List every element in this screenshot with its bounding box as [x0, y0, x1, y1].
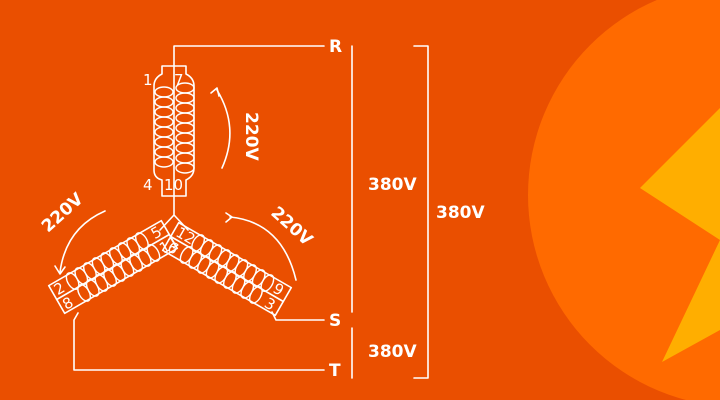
- lightning-bolt-icon: [640, 108, 720, 362]
- terminal-T-label: T: [329, 361, 341, 381]
- wire-to-R: [173, 45, 325, 67]
- winding-left-frame: [47, 219, 179, 315]
- pin-label: 3: [261, 294, 278, 314]
- line-voltage-brackets: [351, 45, 429, 379]
- arrow-head: [54, 265, 66, 275]
- pin-label: 1: [143, 71, 153, 89]
- arrow-head: [225, 212, 233, 223]
- winding-top-frame: [153, 65, 195, 197]
- arrow-icon: [59, 210, 106, 273]
- winding-right-frame: [161, 221, 293, 317]
- bracket-R-T: [413, 45, 429, 379]
- pin-label: 4: [143, 176, 153, 194]
- wire-to-T: [73, 312, 325, 371]
- voltage-R-T: 380V: [436, 203, 485, 223]
- terminal-R-label: R: [329, 37, 342, 57]
- pin-label: 7: [174, 71, 184, 89]
- decor-background: [528, 0, 720, 400]
- winding-left-voltage: 220V: [38, 189, 88, 237]
- connection-wires: [73, 45, 325, 371]
- star-point-wire: [159, 195, 189, 231]
- winding-left-coil-upper: [65, 232, 149, 290]
- winding-top-coil-left: [154, 86, 174, 168]
- winding-top-voltage: 220V: [241, 112, 261, 161]
- arrow-icon: [229, 216, 297, 281]
- arrow-icon: [216, 89, 231, 169]
- winding-left-coil-lower: [77, 244, 161, 302]
- winding-right-coil-lower: [179, 246, 263, 304]
- pin-label: 8: [59, 293, 76, 313]
- voltage-S-T: 380V: [368, 342, 417, 362]
- voltage-R-S: 380V: [368, 175, 417, 195]
- wire-to-S: [271, 311, 325, 321]
- winding-right-voltage: 220V: [267, 203, 317, 251]
- decor-circle: [528, 0, 720, 400]
- arrow-head: [210, 87, 220, 97]
- pin-label: 10: [164, 176, 183, 194]
- winding-top: 1 7 4 10 220V: [143, 65, 261, 197]
- winding-left: 5 11 2 8: [47, 219, 182, 315]
- winding-right-coil-upper: [191, 234, 275, 292]
- winding-top-coil-right: [175, 82, 195, 174]
- terminal-S-label: S: [329, 311, 341, 331]
